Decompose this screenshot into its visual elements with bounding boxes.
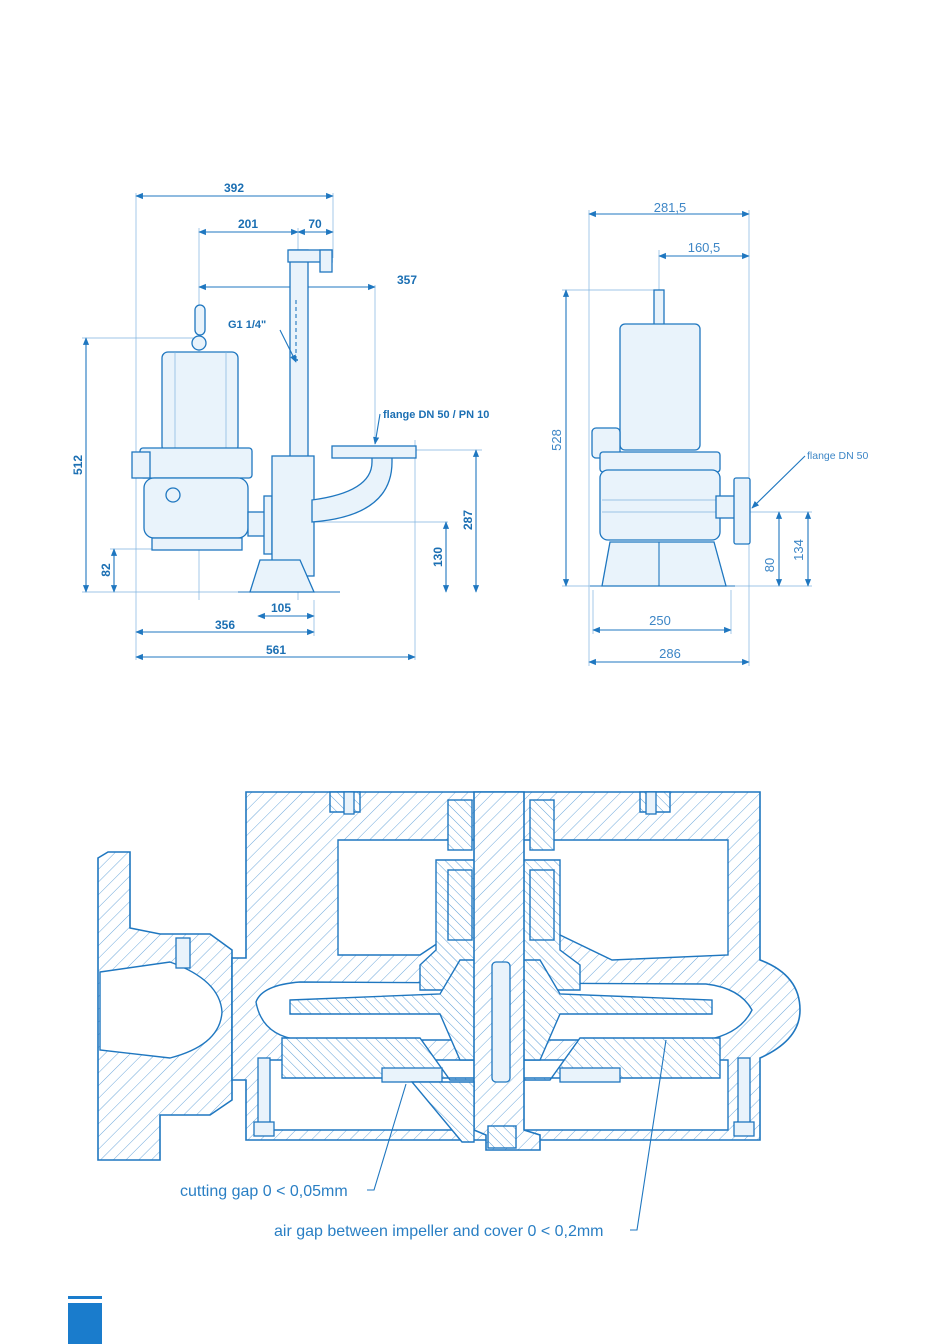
dim-footprint: 356 bbox=[215, 618, 235, 632]
dim-front-base-width: 250 bbox=[649, 613, 671, 628]
dim-flange-height: 130 bbox=[431, 547, 445, 567]
dim-center-offset: 201 bbox=[238, 217, 258, 231]
dim-flange-top: 134 bbox=[791, 539, 806, 561]
dim-base-height: 82 bbox=[99, 563, 113, 577]
dim-overall-width: 392 bbox=[224, 181, 244, 195]
page-marker-tab bbox=[68, 1296, 102, 1344]
page-marker-block bbox=[68, 1303, 102, 1344]
section-view: cutting gap 0 < 0,05mm air gap between i… bbox=[98, 792, 800, 1240]
dim-front-total-width: 286 bbox=[659, 646, 681, 661]
dim-rail-width: 70 bbox=[308, 217, 322, 231]
dim-outlet-offset: 357 bbox=[397, 273, 417, 287]
dim-total-length: 561 bbox=[266, 643, 286, 657]
label-side-flange: flange DN 50 / PN 10 bbox=[383, 409, 489, 421]
label-front-flange: flange DN 50 bbox=[807, 450, 868, 462]
dim-front-overall-width: 281,5 bbox=[654, 200, 687, 215]
callout-air-gap: air gap between impeller and cover 0 < 0… bbox=[274, 1223, 604, 1240]
dim-front-height: 528 bbox=[549, 429, 564, 451]
dim-height: 512 bbox=[71, 455, 85, 475]
dim-flange-center: 80 bbox=[762, 558, 777, 572]
label-thread: G1 1/4" bbox=[228, 319, 266, 331]
page-marker-line bbox=[68, 1296, 102, 1299]
dim-front-half-width: 160,5 bbox=[688, 240, 721, 255]
front-view: 281,5 160,5 528 flange DN 50 80 134 250 … bbox=[549, 200, 868, 666]
dim-outlet-height: 287 bbox=[461, 510, 475, 530]
dim-base-width: 105 bbox=[271, 601, 291, 615]
side-view: 392 201 70 357 G1 1/4" flange DN 50 / PN… bbox=[71, 181, 489, 660]
callout-cutting-gap: cutting gap 0 < 0,05mm bbox=[180, 1183, 348, 1200]
